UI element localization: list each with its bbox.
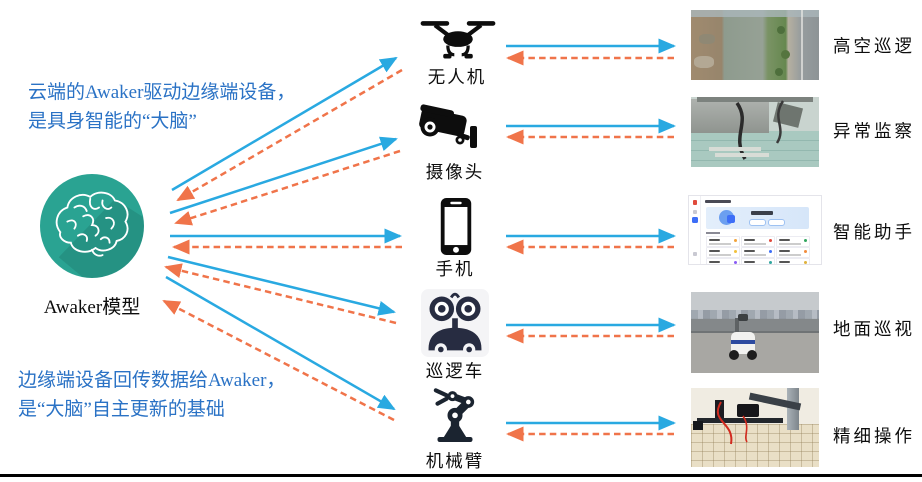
arrow-cloud-to-camera (169, 136, 398, 215)
arrow-drone-to-cloud (176, 68, 403, 202)
application-label-aerial: 高空巡逻 (833, 36, 915, 56)
ground-patrol-robot-photo (691, 292, 819, 373)
device-label-arm: 机械臂 (425, 451, 485, 471)
application-label-fine-op: 精细操作 (833, 426, 915, 446)
robot-arm-workbench-photo (691, 388, 819, 467)
arrow-cloud-to-drone (171, 56, 398, 192)
note-line: 云端的Awaker驱动边缘端设备， (28, 82, 296, 103)
cloud-drives-edge-note: 云端的Awaker驱动边缘端设备， 是具身智能的“大脑” (28, 78, 295, 136)
device-label-drone: 无人机 (427, 67, 487, 87)
note-line: 边缘端设备回传数据给Awaker， (18, 370, 286, 391)
awaker-model-label: Awaker模型 (43, 297, 141, 318)
edge-feedback-note: 边缘端设备回传数据给Awaker， 是“大脑”自主更新的基础 (18, 366, 285, 424)
awaker-model-node (40, 174, 144, 278)
note-line: 是具身智能的“大脑” (28, 111, 197, 132)
aerial-river-photo (691, 10, 819, 80)
brain-icon (55, 191, 129, 257)
industrial-equipment-photo (691, 97, 819, 167)
note-line: 是“大脑”自主更新的基础 (18, 399, 225, 420)
assistant-app-screenshot (688, 195, 822, 265)
patrol-robot-icon (421, 289, 489, 357)
cctv-camera-icon (419, 104, 477, 148)
application-label-monitor: 异常监察 (833, 121, 915, 141)
arrow-cloud-to-patrol (167, 255, 396, 316)
device-label-patrol: 巡逻车 (425, 361, 485, 381)
device-label-camera: 摄像头 (425, 162, 485, 182)
drone-icon (420, 21, 496, 59)
application-label-ground: 地面巡视 (833, 319, 915, 339)
arrow-patrol-to-cloud (164, 263, 397, 325)
arrow-cloud-to-arm (165, 275, 396, 411)
arrow-camera-to-cloud (174, 149, 401, 226)
device-label-phone: 手机 (435, 259, 475, 279)
arrow-arm-to-cloud (162, 299, 395, 422)
robot-arm-icon (433, 388, 475, 442)
smartphone-icon (440, 197, 472, 256)
application-label-assistant: 智能助手 (833, 222, 915, 242)
bottom-divider-line (0, 474, 922, 477)
